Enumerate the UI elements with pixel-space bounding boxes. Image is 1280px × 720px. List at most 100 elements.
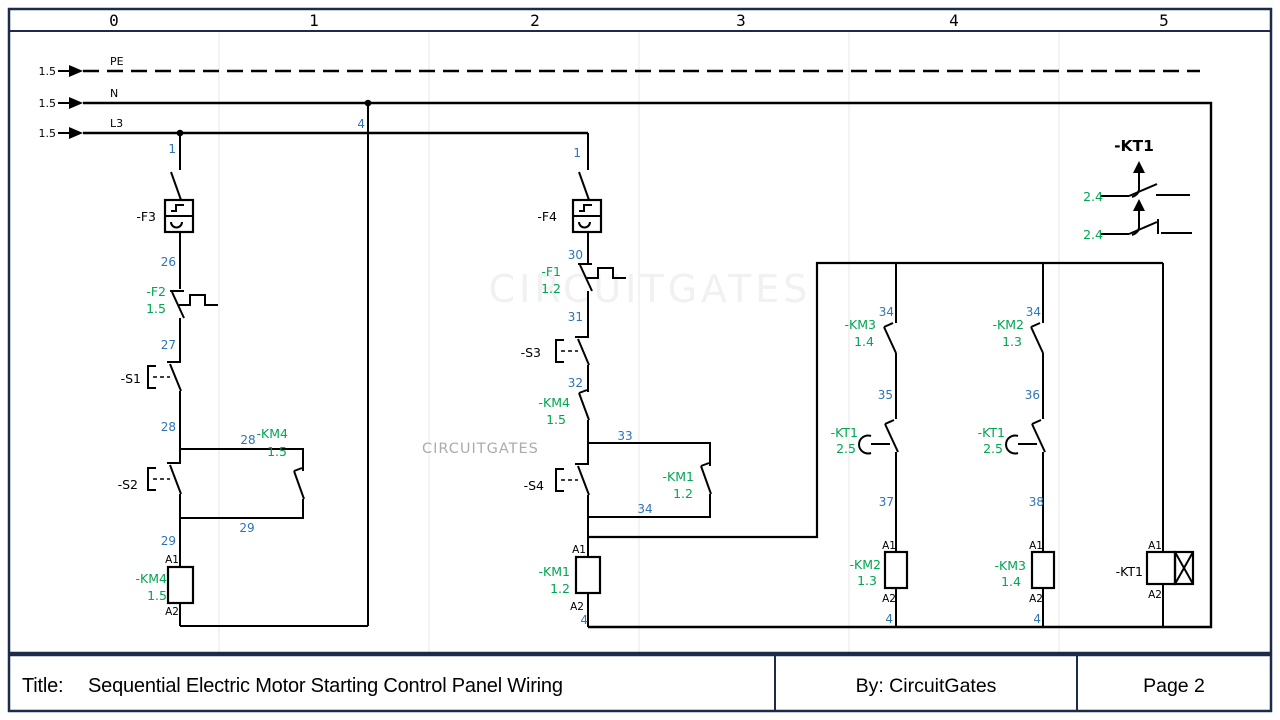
xref-kt1-contact-2: 2.4 [1083, 227, 1103, 242]
wire-number-29-branch: 29 [239, 521, 254, 535]
arrow-up-icon [1133, 161, 1145, 173]
bus-pe: 1.5 PE [39, 55, 1200, 78]
s1-contact [167, 361, 182, 392]
xref-kt1-timed: 2.5 [836, 441, 856, 456]
component-label-kt1-coil: -KT1 [1116, 564, 1143, 579]
branch-f3-km4: 1 -F3 26 -F2 1.5 27 -S1 28 28 -KM4 1.5 -… [118, 133, 368, 627]
branch-km2-coil: 34 -KM3 1.4 35 -KT1 2.5 37 A1 -KM2 1.3 A… [831, 263, 909, 627]
km3-coil [1030, 550, 1056, 590]
component-label-km4-coil: -KM4 [136, 571, 167, 586]
f4-magnetic-glyph [578, 221, 591, 229]
title-label: Title: [22, 675, 63, 697]
km2-coil [883, 550, 909, 590]
pe-label: PE [110, 55, 124, 68]
component-label-km2-coil: -KM2 [850, 557, 881, 572]
terminal-a2: A2 [1029, 593, 1043, 605]
wire-number-32: 32 [568, 376, 583, 390]
kt1-timed-contact [871, 419, 899, 453]
component-label-km1-coil: -KM1 [539, 564, 570, 579]
terminal-a2: A2 [570, 601, 584, 613]
terminal-a1: A1 [165, 554, 179, 566]
page-number: Page 2 [1143, 675, 1205, 697]
component-label-f4: -F4 [537, 209, 557, 224]
km2-aux-contact-blade [1030, 322, 1044, 354]
column-gridlines [218, 32, 1060, 653]
km4-coil [166, 565, 195, 605]
wire-number-30: 30 [568, 248, 583, 262]
component-label-km2-aux: -KM2 [993, 317, 1024, 332]
wire-number-28-branch: 28 [240, 433, 255, 447]
km4-aux2-contact-blade [578, 389, 590, 421]
wire-number-34: 34 [879, 305, 894, 319]
s4-contact [575, 463, 590, 496]
s2-contact [167, 462, 182, 495]
ruler: 0 1 2 3 4 5 [109, 11, 1169, 30]
l3-wire-size: 1.5 [39, 127, 57, 140]
km3-aux-contact-blade [883, 322, 897, 354]
branch-km3-coil: 34 -KM2 1.3 36 -KT1 2.5 38 A1 -KM3 1.4 A… [978, 263, 1056, 627]
neutral-drop-wire-4: 4 [357, 103, 369, 626]
kt1-delay-arc-icon [858, 434, 872, 455]
xref-km3-coil: 1.4 [1001, 574, 1021, 589]
branch-f4-km1: 1 -F4 30 -F1 1.2 31 -S3 32 -KM4 1.5 33 -… [521, 133, 712, 627]
component-label-km4-aux2: -KM4 [539, 395, 570, 410]
terminal-a1: A1 [572, 544, 586, 556]
km1-coil [574, 555, 602, 595]
xref-f2: 1.5 [146, 301, 166, 316]
frame [7, 7, 1273, 713]
s4-pushbutton-icon [555, 468, 564, 492]
n-arrow-icon [69, 97, 83, 109]
s2-pushbutton-icon [147, 467, 156, 491]
branch-wires [179, 133, 368, 627]
watermark-large: CIRCUITGATES [489, 267, 812, 311]
xref-km3-aux: 1.4 [854, 334, 874, 349]
kt1-coil-box [1145, 550, 1177, 586]
wire-number-4: 4 [1033, 612, 1041, 626]
s3-contact [575, 336, 590, 366]
xref-km1-coil: 1.2 [550, 581, 570, 596]
terminal-a2: A2 [165, 606, 179, 618]
drawing-border [7, 7, 1273, 655]
f3-contact-blade [170, 171, 182, 201]
author: By: CircuitGates [856, 675, 997, 697]
arrow-up-icon [1133, 199, 1145, 211]
l3-label: L3 [110, 117, 123, 130]
component-label-km1-aux: -KM1 [663, 469, 694, 484]
component-label-kt1-timed: -KT1 [831, 425, 858, 440]
kt1-xref-arrow-stem [1131, 171, 1140, 198]
wire-number-29: 29 [161, 534, 176, 548]
xref-km1-aux: 1.2 [673, 486, 693, 501]
component-label-f2: -F2 [146, 284, 166, 299]
xref-km2-aux: 1.3 [1002, 334, 1022, 349]
xref-km4-aux2: 1.5 [546, 412, 566, 427]
watermarks: CIRCUITGATES CIRCUITGATES [422, 267, 812, 457]
component-label-km4-aux: -KM4 [257, 426, 288, 441]
kt1-xref-contacts: -KT1 2.4 2.4 [1083, 137, 1192, 242]
ruler-section-1: 1 [309, 11, 319, 30]
feed-wires [588, 261, 1163, 539]
ruler-section-0: 0 [109, 11, 119, 30]
component-label-f3: -F3 [136, 209, 156, 224]
kt1-coil-x-box [1173, 550, 1195, 586]
ruler-section-3: 3 [736, 11, 746, 30]
s1-pushbutton-icon [147, 365, 156, 389]
terminal-a1: A1 [882, 540, 896, 552]
wire-number-1: 1 [168, 142, 176, 156]
xref-kt1-contact-1: 2.4 [1083, 189, 1103, 204]
km4-aux-contact-blade [293, 467, 305, 500]
bus-l3: 1.5 L3 [39, 117, 588, 140]
f1-overload-contact [578, 263, 626, 292]
component-label-f1: -F1 [541, 264, 561, 279]
ruler-section-2: 2 [530, 11, 540, 30]
kt1-xref-arrow-stem-2 [1131, 209, 1140, 236]
ruler-section-5: 5 [1159, 11, 1169, 30]
wire-number-28: 28 [161, 420, 176, 434]
f2-overload-contact [170, 290, 218, 319]
terminal-a2: A2 [882, 593, 896, 605]
terminal-a1: A1 [1148, 540, 1162, 552]
kt1-timed-contact [1018, 419, 1046, 453]
wire-number-37: 37 [879, 495, 894, 509]
f3-magnetic-glyph [170, 221, 183, 229]
